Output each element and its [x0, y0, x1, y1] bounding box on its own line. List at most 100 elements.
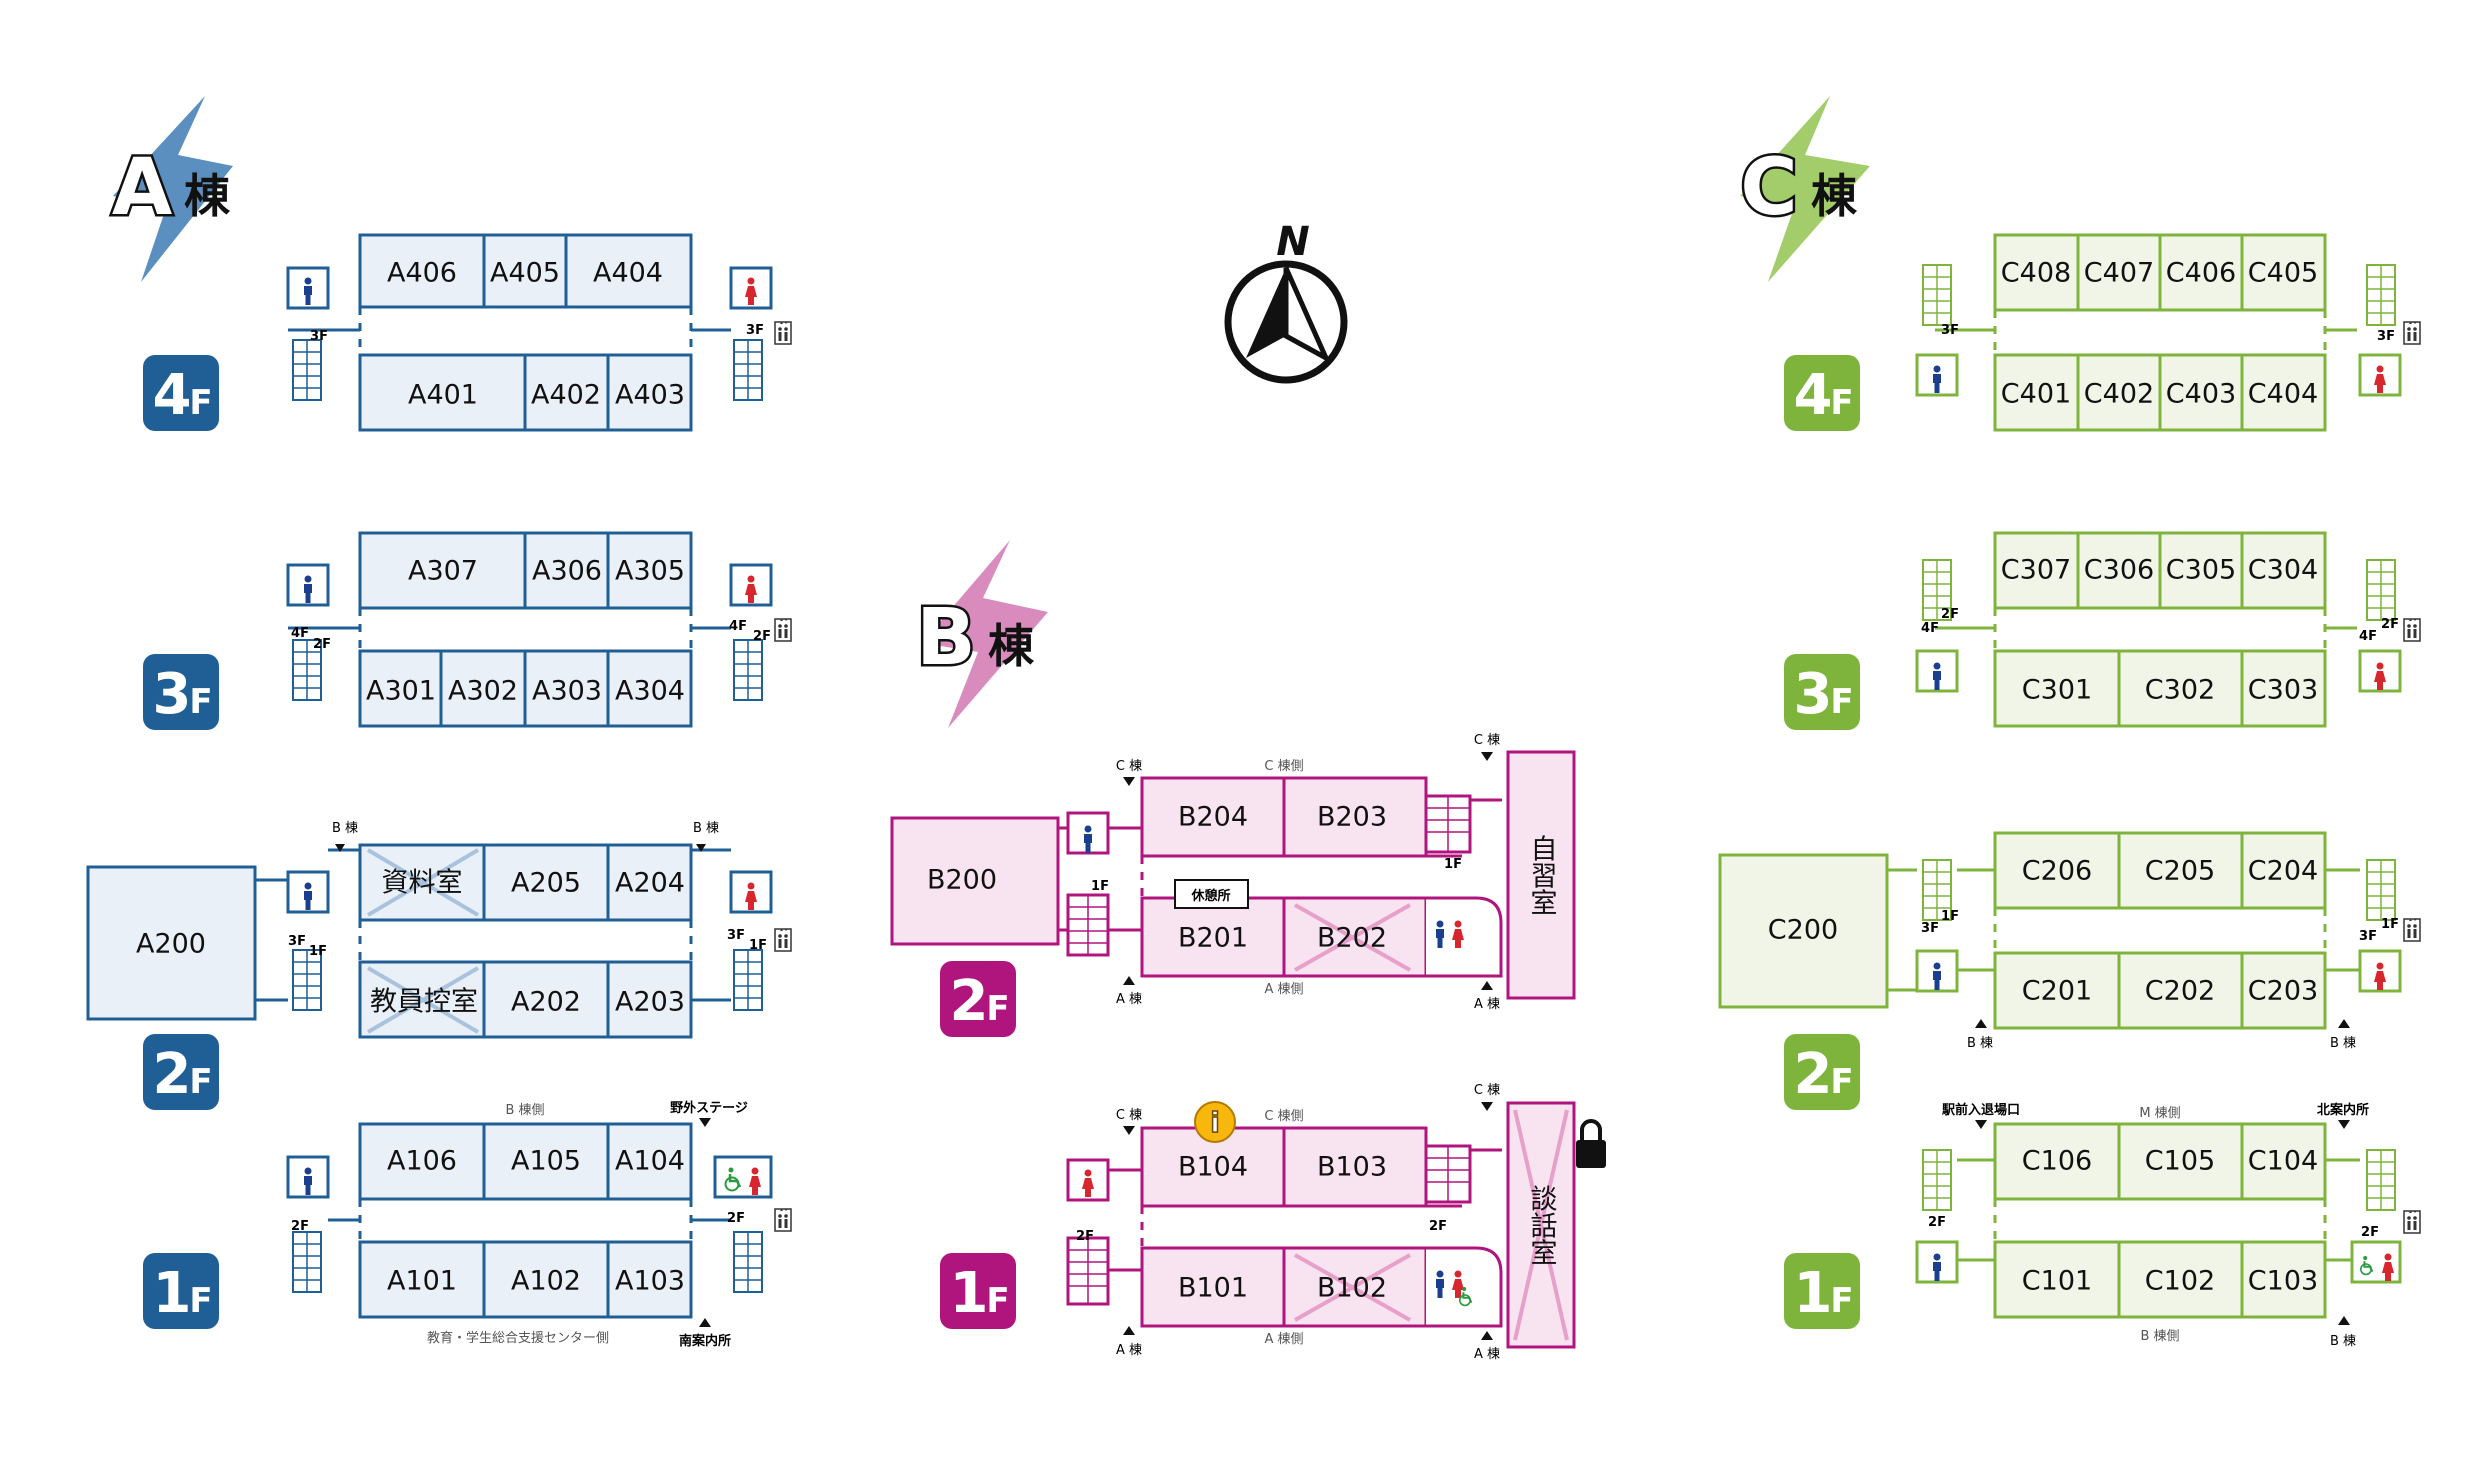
building-a-title: A 棟 — [109, 96, 233, 282]
c-1f-side-bottom: B 棟側 — [2140, 1329, 2179, 1344]
room-c201[interactable]: C201 — [2022, 976, 2092, 1007]
room-c405[interactable]: C405 — [2248, 258, 2318, 289]
c-2f-stair-right-up: 3F — [2359, 929, 2377, 944]
room-c202[interactable]: C202 — [2145, 976, 2215, 1007]
room-a200[interactable]: A200 — [136, 929, 206, 960]
room-a103[interactable]: A103 — [615, 1266, 685, 1297]
room-c204[interactable]: C204 — [2248, 856, 2318, 887]
info-icon[interactable]: i — [1194, 1101, 1236, 1143]
room-c406[interactable]: C406 — [2166, 258, 2236, 289]
room-b203[interactable]: B203 — [1317, 802, 1387, 833]
room-c303[interactable]: C303 — [2248, 675, 2318, 706]
room-a302[interactable]: A302 — [448, 676, 518, 707]
room-b103[interactable]: B103 — [1317, 1152, 1387, 1183]
room-a104[interactable]: A104 — [615, 1146, 685, 1177]
room-b204[interactable]: B204 — [1178, 802, 1248, 833]
a-1f-exit-arrows — [699, 1118, 711, 1327]
room-c402[interactable]: C402 — [2084, 379, 2154, 410]
room-a204[interactable]: A204 — [615, 868, 685, 899]
room-a401[interactable]: A401 — [408, 380, 478, 411]
room-c105[interactable]: C105 — [2145, 1146, 2215, 1177]
room-a101[interactable]: A101 — [387, 1266, 457, 1297]
room-c103[interactable]: C103 — [2248, 1266, 2318, 1297]
room-c200[interactable]: C200 — [1768, 915, 1838, 946]
svg-text:F: F — [1830, 1062, 1853, 1102]
c-4f-floor-badge: 4 F — [1784, 355, 1860, 431]
room-a303[interactable]: A303 — [532, 676, 602, 707]
room-danwashitsu[interactable]: 談話室 — [1526, 1184, 1557, 1265]
room-b201[interactable]: B201 — [1178, 923, 1248, 954]
room-c304[interactable]: C304 — [2248, 555, 2318, 586]
room-a102[interactable]: A102 — [511, 1266, 581, 1297]
room-a301[interactable]: A301 — [366, 676, 436, 707]
a-2f-stair-right-up: 3F — [727, 928, 745, 943]
room-c403[interactable]: C403 — [2166, 379, 2236, 410]
room-c104[interactable]: C104 — [2248, 1146, 2318, 1177]
svg-text:F: F — [1830, 1281, 1853, 1321]
svg-text:F: F — [1830, 682, 1853, 722]
room-a205[interactable]: A205 — [511, 868, 581, 899]
b-2f-plan — [890, 750, 1576, 1000]
room-a403[interactable]: A403 — [615, 380, 685, 411]
svg-text:F: F — [189, 682, 212, 722]
svg-text:1: 1 — [153, 1261, 192, 1326]
room-b101[interactable]: B101 — [1178, 1273, 1248, 1304]
room-a306[interactable]: A306 — [532, 556, 602, 587]
room-a202[interactable]: A202 — [511, 987, 581, 1018]
b-1f-stair-left-label: 2F — [1076, 1229, 1094, 1244]
building-b-letter: B — [916, 593, 975, 683]
c-4f-plan — [1915, 233, 2402, 432]
room-c302[interactable]: C302 — [2145, 675, 2215, 706]
room-a305[interactable]: A305 — [615, 556, 685, 587]
a-3f-elevator-icon — [774, 618, 792, 642]
room-a203[interactable]: A203 — [615, 987, 685, 1018]
room-a106[interactable]: A106 — [387, 1146, 457, 1177]
room-c408[interactable]: C408 — [2001, 258, 2071, 289]
room-c203[interactable]: C203 — [2248, 976, 2318, 1007]
room-b104[interactable]: B104 — [1178, 1152, 1248, 1183]
c-2f-stair-right-down: 1F — [2381, 917, 2399, 932]
c-4f-stair-right-label: 3F — [2377, 329, 2395, 344]
building-a-suffix: 棟 — [184, 169, 231, 223]
room-c305[interactable]: C305 — [2166, 555, 2236, 586]
room-b202[interactable]: B202 — [1317, 923, 1387, 954]
room-a405[interactable]: A405 — [490, 258, 560, 289]
room-c407[interactable]: C407 — [2084, 258, 2154, 289]
room-c205[interactable]: C205 — [2145, 856, 2215, 887]
room-c307[interactable]: C307 — [2001, 555, 2071, 586]
room-c306[interactable]: C306 — [2084, 555, 2154, 586]
room-c401[interactable]: C401 — [2001, 379, 2071, 410]
b-2f-floor-badge: 2 F — [940, 961, 1016, 1037]
room-c102[interactable]: C102 — [2145, 1266, 2215, 1297]
room-a304[interactable]: A304 — [615, 676, 685, 707]
a-3f-stair-left-up: 4F — [291, 626, 309, 641]
room-a406[interactable]: A406 — [387, 258, 457, 289]
c-1f-floor-badge: 1 F — [1784, 1253, 1860, 1329]
c-3f-stair-right-up: 4F — [2359, 629, 2377, 644]
room-kyoin-hikaeshitsu[interactable]: 教員控室 — [370, 987, 478, 1018]
room-a404[interactable]: A404 — [593, 258, 663, 289]
room-c301[interactable]: C301 — [2022, 675, 2092, 706]
room-b102[interactable]: B102 — [1317, 1273, 1387, 1304]
b-2f-stair-left-small-label: 1F — [1091, 879, 1109, 894]
room-c101[interactable]: C101 — [2022, 1266, 2092, 1297]
b-1f-side-top: C 棟側 — [1264, 1109, 1303, 1124]
c-1f-link-bottom: B 棟 — [2330, 1334, 2356, 1349]
room-jishushitsu[interactable]: 自習室 — [1526, 834, 1557, 915]
room-a402[interactable]: A402 — [531, 380, 601, 411]
room-a307[interactable]: A307 — [408, 556, 478, 587]
b-1f-link-a-left: A 棟 — [1116, 1343, 1142, 1358]
c-2f-floor-badge: 2 F — [1784, 1034, 1860, 1110]
a-3f-stair-right-down: 2F — [753, 629, 771, 644]
room-c200-box — [1718, 853, 1889, 1009]
a-3f-plan — [286, 531, 773, 728]
room-b200[interactable]: B200 — [927, 865, 997, 896]
north-compass: N — [1224, 219, 1348, 384]
b-2f-rest-area[interactable]: 休憩所 — [1174, 879, 1249, 909]
room-c106[interactable]: C106 — [2022, 1146, 2092, 1177]
room-shiryoshitsu[interactable]: 資料室 — [382, 868, 463, 899]
room-a105[interactable]: A105 — [511, 1146, 581, 1177]
a-2f-link-left: B 棟 — [332, 821, 358, 836]
room-c206[interactable]: C206 — [2022, 856, 2092, 887]
room-c404[interactable]: C404 — [2248, 379, 2318, 410]
